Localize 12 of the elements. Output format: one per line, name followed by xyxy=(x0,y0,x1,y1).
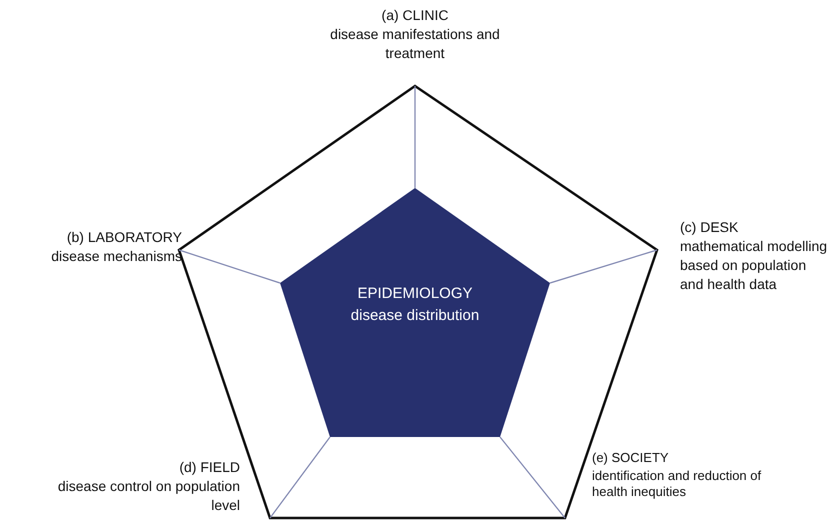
corner-description: identification and reduction of health inequities xyxy=(592,468,762,500)
corner-heading: (c) DESK xyxy=(680,218,740,237)
node-subtitle: disease distribution xyxy=(350,306,480,326)
corner-description: disease control on population level xyxy=(56,477,240,515)
corner-description: disease manifestations and treatment xyxy=(330,25,500,63)
corner-heading: (a) CLINIC xyxy=(380,6,450,25)
corner-heading: (b) LABORATORY xyxy=(66,228,182,247)
corner-description: disease mechanisms xyxy=(50,247,182,266)
node-title: EPIDEMIOLOGY xyxy=(356,284,474,304)
corner-description: mathematical modelling based on population and health data xyxy=(680,237,828,294)
corner-heading: (e) SOCIETY xyxy=(592,450,670,466)
corner-heading: (d) FIELD xyxy=(178,458,240,477)
